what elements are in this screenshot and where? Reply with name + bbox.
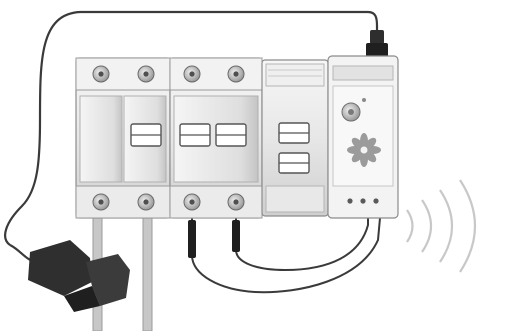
- signal-wave: [460, 180, 475, 272]
- cable-plug: [366, 30, 388, 57]
- signal-wave: [407, 210, 413, 242]
- meter-switch: [279, 123, 309, 143]
- wireless-monitor-module: [328, 56, 398, 218]
- meter-module: [262, 60, 328, 216]
- current-clamp: [10, 240, 130, 312]
- circuit-breaker-block-double: [170, 58, 262, 218]
- signal-waves: [407, 180, 475, 272]
- meter-switch: [279, 153, 309, 173]
- breaker-switch: [180, 124, 210, 146]
- signal-wave: [440, 190, 452, 262]
- signal-wave: [422, 200, 431, 252]
- breaker-switch: [131, 124, 161, 146]
- circuit-breaker-block: [76, 58, 170, 218]
- wire-probes: [188, 220, 240, 258]
- breaker-switch: [216, 124, 246, 146]
